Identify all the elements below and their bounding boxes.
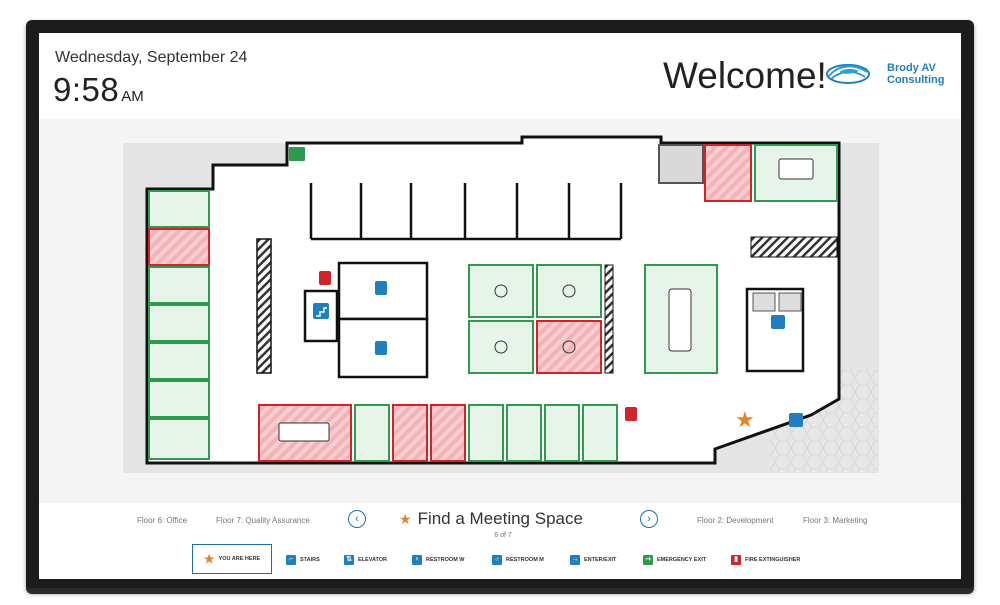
welcome-title: Welcome! — [663, 55, 827, 96]
prev-floor-button[interactable]: ‹ — [348, 510, 366, 528]
fire-extinguisher-icon — [319, 271, 331, 285]
hatched-wall-right — [750, 236, 838, 258]
legend-elevator: ⇅ELEVATOR — [344, 551, 387, 569]
legend-enter-exit: →ENTER/EXIT — [570, 555, 617, 565]
restroom-m-icon — [375, 341, 387, 355]
you-are-here-star-icon: ★ — [735, 408, 755, 433]
company-name: Brody AV Consulting — [887, 62, 945, 86]
floor-pager: 6 of 7 — [494, 532, 512, 539]
elevator-icon: ⇅ — [344, 555, 354, 565]
room-booked-top[interactable] — [704, 144, 752, 202]
left-offices[interactable] — [148, 190, 210, 460]
company-logo-icon — [826, 64, 870, 84]
elevator-icon — [771, 315, 785, 329]
legend-fire-extinguisher: ▮FIRE EXTINGUISHER — [731, 551, 800, 569]
wall-core — [256, 238, 272, 374]
restroom-w-icon — [375, 281, 387, 295]
center-meeting-rooms[interactable] — [468, 264, 602, 374]
next-floor-button[interactable]: › — [640, 510, 658, 528]
stairs-icon — [313, 303, 329, 319]
room-unavailable — [658, 144, 704, 184]
legend-restroom-w: ♀RESTROOM W — [412, 551, 465, 569]
floor-link-6[interactable]: Floor 6: Office — [137, 516, 188, 525]
enter-exit-icon — [789, 413, 803, 427]
current-date: Wednesday, September 24 — [55, 49, 248, 66]
floor-map: ★ — [39, 119, 961, 503]
stairs-icon: ⌐ — [286, 555, 296, 565]
floor-navigation: Floor 6: Office Floor 7: Quality Assuran… — [39, 503, 961, 543]
legend-you-are-here: ★YOU ARE HERE — [192, 544, 272, 574]
wall-divider — [604, 264, 614, 374]
restroom-m-icon: ♂ — [492, 555, 502, 565]
emergency-exit-icon: ⇢ — [643, 555, 653, 565]
legend-stairs: ⌐STAIRS — [286, 551, 320, 569]
floor-link-3[interactable]: Floor 3: Marketing — [803, 516, 868, 525]
floor-link-2[interactable]: Floor 2: Development — [697, 516, 774, 525]
display-stand — [26, 588, 974, 594]
star-icon: ★ — [399, 511, 412, 527]
fire-extinguisher-icon-2 — [625, 407, 637, 421]
map-legend: ★YOU ARE HERE ⌐STAIRS ⇅ELEVATOR ♀RESTROO… — [39, 543, 961, 579]
star-icon: ★ — [203, 552, 215, 566]
enter-exit-icon: → — [570, 555, 580, 565]
emergency-exit-icon — [289, 147, 305, 161]
legend-restroom-m: ♂RESTROOM M — [492, 551, 544, 569]
floor-plan-svg: ★ — [123, 135, 879, 473]
restroom-w-icon: ♀ — [412, 555, 422, 565]
floor-link-7[interactable]: Floor 7: Quality Assurance — [216, 516, 310, 525]
fire-extinguisher-icon: ▮ — [731, 555, 741, 565]
legend-emergency-exit: ⇢EMERGENCY EXIT — [643, 551, 706, 569]
bottom-rooms[interactable] — [258, 404, 618, 462]
nav-title: ★Find a Meeting Space — [399, 509, 583, 528]
top-partitions — [309, 183, 623, 241]
